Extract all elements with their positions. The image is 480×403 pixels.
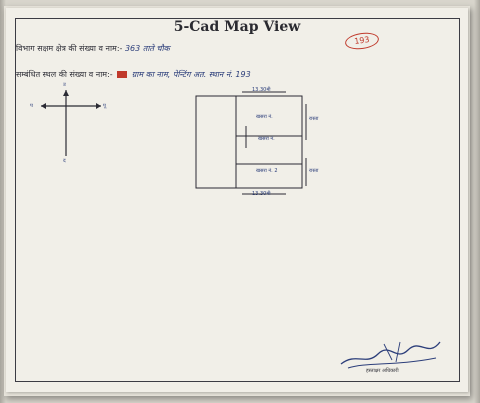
plot-label-1: खसरा नं. xyxy=(256,114,273,120)
road-label-2: रास्ता xyxy=(309,168,319,174)
page-border xyxy=(15,18,460,382)
field-row-site: सम्बंधित स्थल की संख्या व नाम:- ग्राम का… xyxy=(16,69,251,80)
field-label: सम्बंधित स्थल की संख्या व नाम:- xyxy=(16,70,113,79)
plot-label-2: खसरा नं. xyxy=(258,136,275,142)
bottom-width-label: 13.30मी xyxy=(252,191,271,197)
field-row-area: विभाग सक्षम क्षेत्र की संख्या व नाम:- 36… xyxy=(16,43,170,54)
document-page: 5-Cad Map View 193 विभाग सक्षम क्षेत्र क… xyxy=(6,8,468,392)
signature xyxy=(340,341,441,369)
field-value: 363 ताते चौक xyxy=(124,44,170,53)
road-label-1: रास्ता xyxy=(309,116,319,122)
compass-north-label: उ xyxy=(63,82,66,88)
page-title: 5-Cad Map View xyxy=(173,19,301,35)
top-width-label: 13.30मी xyxy=(252,87,271,93)
compass-sketch xyxy=(41,90,101,156)
paper-stack: 5-Cad Map View 193 विभाग सक्षम क्षेत्र क… xyxy=(4,6,470,396)
red-mark xyxy=(117,71,128,78)
signature-label: हस्ताक्षर अधिकारी xyxy=(366,368,399,374)
field-label: विभाग सक्षम क्षेत्र की संख्या व नाम:- xyxy=(16,44,123,53)
compass-west-label: प xyxy=(30,103,33,109)
field-value: ग्राम का नाम, पेन्टिंग अत. स्थान नं. 193 xyxy=(131,70,251,79)
compass-east-label: पू xyxy=(103,103,106,109)
map-sketch xyxy=(195,91,307,195)
compass-south-label: द xyxy=(63,158,66,164)
plot-label-3: खसरा नं. 2 xyxy=(256,168,278,174)
